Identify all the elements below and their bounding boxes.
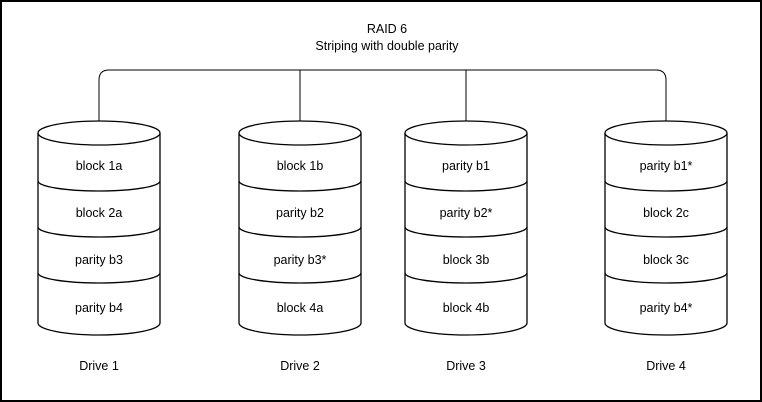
drive-1: block 1a block 2a parity b3 parity b4 Dr… (37, 120, 161, 373)
drive-4-cylinder-body (604, 133, 728, 336)
drive-3-block-2: parity b2* (440, 206, 493, 220)
drive-3-label: Drive 3 (446, 359, 486, 373)
drive-2-block-1: block 1b (277, 159, 324, 173)
drive-1-label: Drive 1 (79, 359, 119, 373)
drive-2-block-2: parity b2 (276, 206, 324, 220)
drive-2-block-4: block 4a (277, 301, 324, 315)
drive-2: block 1b parity b2 parity b3* block 4a D… (238, 120, 362, 373)
diagram-title: RAID 6 (367, 22, 407, 36)
bus-line (98, 69, 667, 121)
drive-4-divider-2 (604, 226, 728, 238)
drive-3-divider-2 (404, 226, 528, 238)
drive-4-block-2: block 2c (643, 206, 689, 220)
drive-3-divider-1 (404, 180, 528, 192)
drive-1-cylinder-body (37, 133, 161, 336)
drive-4-divider-3 (604, 272, 728, 284)
drive-4-block-4: parity b4* (640, 301, 693, 315)
drive-2-cylinder-top (238, 120, 362, 146)
drive-4-label: Drive 4 (646, 359, 686, 373)
drive-2-divider-2 (238, 226, 362, 238)
drive-3-divider-3 (404, 272, 528, 284)
drive-2-cylinder-body (238, 133, 362, 336)
bus-connector (98, 69, 667, 121)
drive-1-divider-3 (37, 272, 161, 284)
drive-4-block-3: block 3c (643, 253, 689, 267)
drive-3: parity b1 parity b2* block 3b block 4b D… (404, 120, 528, 373)
drive-4: parity b1* block 2c block 3c parity b4* … (604, 120, 728, 373)
drive-1-block-4: parity b4 (75, 301, 123, 315)
drive-1-divider-1 (37, 180, 161, 192)
drive-3-block-3: block 3b (443, 253, 490, 267)
drive-3-block-1: parity b1 (442, 159, 490, 173)
drive-1-cylinder-top (37, 120, 161, 146)
drive-4-block-1: parity b1* (640, 159, 693, 173)
drive-1-divider-2 (37, 226, 161, 238)
diagram-subtitle: Striping with double parity (315, 39, 459, 53)
drive-3-block-4: block 4b (443, 301, 490, 315)
drive-1-block-2: block 2a (76, 206, 123, 220)
drive-1-block-3: parity b3 (75, 253, 123, 267)
drive-4-divider-1 (604, 180, 728, 192)
drive-2-divider-3 (238, 272, 362, 284)
drive-3-cylinder-top (404, 120, 528, 146)
drive-2-divider-1 (238, 180, 362, 192)
drive-1-block-1: block 1a (76, 159, 123, 173)
drive-3-cylinder-body (404, 133, 528, 336)
drive-2-label: Drive 2 (280, 359, 320, 373)
drive-4-cylinder-top (604, 120, 728, 146)
drive-2-block-3: parity b3* (274, 253, 327, 267)
